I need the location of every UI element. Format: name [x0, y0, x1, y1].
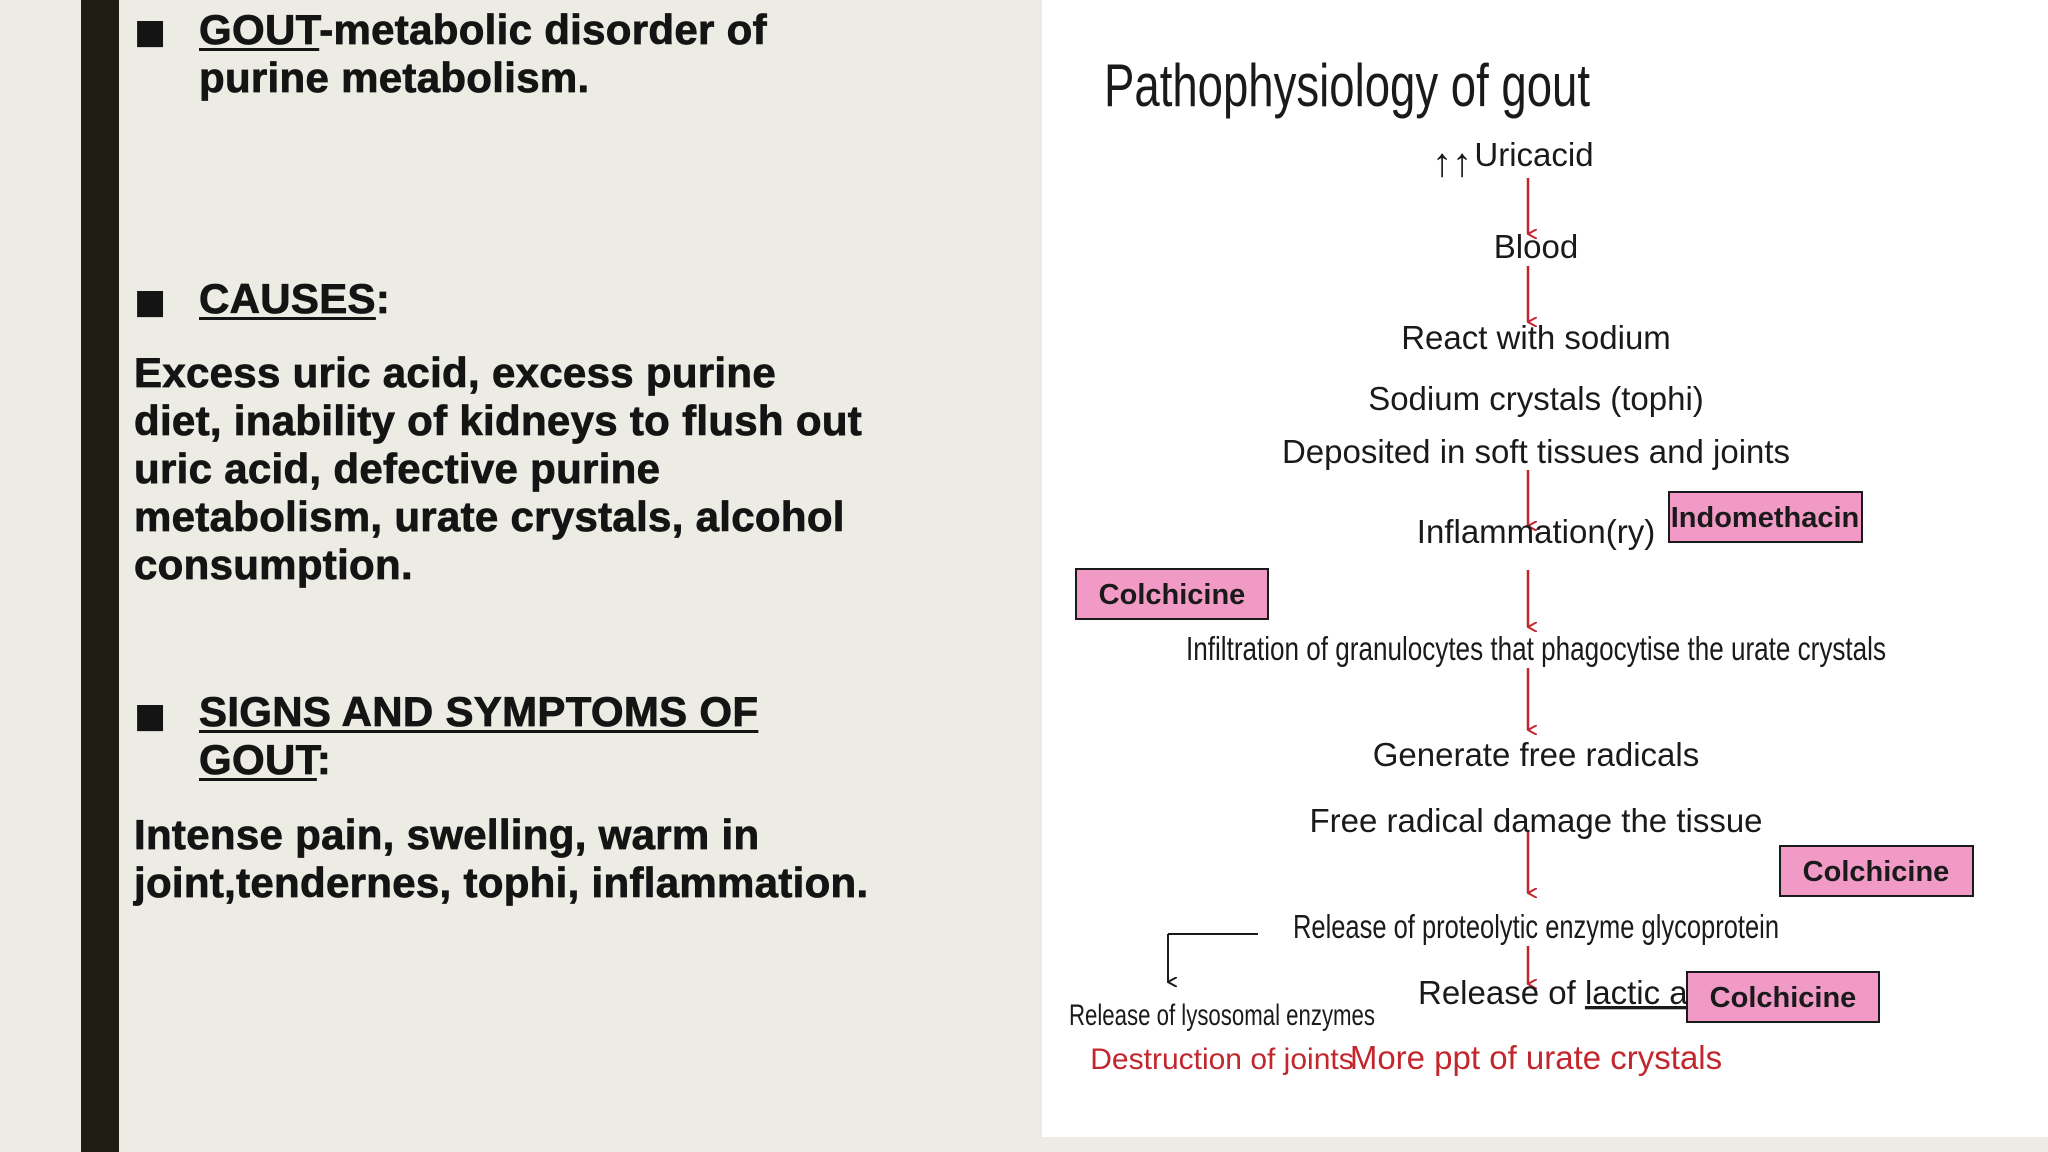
node-infiltration: Infiltration of granulocytes that phagoc…: [1186, 630, 1886, 667]
causes-body: Excess uric acid, excess purine diet, in…: [134, 349, 863, 589]
gout-term: GOUT: [199, 6, 320, 54]
drug-colchicine-3: Colchicine: [1686, 971, 1880, 1023]
outcome-more-urate-crystals: More ppt of urate crystals: [1350, 1039, 1722, 1076]
bullet-icon: ■: [134, 282, 167, 322]
signs-heading-line1: SIGNS AND SYMPTOMS OF: [199, 688, 759, 736]
causes-line: Excess uric acid, excess purine: [134, 349, 777, 397]
drug-colchicine-label: Colchicine: [1710, 982, 1857, 1014]
pathophysiology-flowchart: Pathophysiology of gout ↑↑ Uricacid Bloo…: [1069, 52, 1974, 1076]
drug-colchicine-2: Colchicine: [1779, 845, 1974, 897]
node-blood: Blood: [1494, 228, 1578, 265]
signs-line: Intense pain, swelling, warm in: [134, 811, 760, 859]
gout-definition-line2: purine metabolism.: [199, 54, 590, 102]
node-deposited: Deposited in soft tissues and joints: [1282, 433, 1790, 470]
bullet-icon: ■: [134, 12, 167, 52]
causes-line: consumption.: [134, 541, 413, 589]
node-react-with-sodium: React with sodium: [1401, 319, 1671, 356]
drug-colchicine-label: Colchicine: [1803, 856, 1950, 888]
node-free-radical-damage: Free radical damage the tissue: [1309, 802, 1762, 839]
gout-definition: GOUT-metabolic disorder of purine metabo…: [199, 6, 767, 102]
causes-heading-text: CAUSES: [199, 275, 376, 323]
node-inflammation: Inflammation(ry): [1417, 513, 1655, 550]
flowchart-panel: Pathophysiology of gout ↑↑ Uricacid Bloo…: [1042, 0, 2048, 1137]
causes-line: diet, inability of kidneys to flush out: [134, 397, 863, 445]
node-sodium-crystals: Sodium crystals (tophi): [1368, 380, 1704, 417]
node-uricacid: Uricacid: [1474, 136, 1593, 173]
bullet-icon: ■: [134, 696, 167, 736]
release-lactic-prefix: Release of: [1418, 974, 1585, 1011]
up-arrows-icon: ↑↑: [1432, 141, 1472, 185]
node-release-lactic-acid: Release of lactic acid: [1418, 974, 1730, 1011]
flowchart-title: Pathophysiology of gout: [1104, 52, 1590, 119]
drug-indomethacin-label: Indomethacin: [1671, 502, 1860, 534]
causes-heading: CAUSES:: [199, 275, 391, 323]
causes-line: metabolism, urate crystals, alcohol: [134, 493, 845, 541]
node-generate-free-radicals: Generate free radicals: [1373, 736, 1700, 773]
left-accent-bar: [81, 0, 119, 1152]
causes-line: uric acid, defective purine: [134, 445, 661, 493]
node-release-enzyme: Release of proteolytic enzyme glycoprote…: [1293, 908, 1779, 945]
branch-connector: [1167, 933, 1258, 982]
drug-indomethacin: Indomethacin: [1668, 491, 1863, 543]
node-lysosomal-enzymes: Release of lysosomal enzymes: [1069, 999, 1375, 1032]
signs-heading-line2: GOUT: [199, 736, 317, 784]
drug-colchicine-label: Colchicine: [1099, 579, 1246, 611]
outcome-destruction-of-joints: Destruction of joints: [1090, 1043, 1353, 1076]
signs-body: Intense pain, swelling, warm in joint,te…: [134, 811, 869, 907]
signs-heading: SIGNS AND SYMPTOMS OF GOUT:: [199, 688, 759, 784]
causes-colon: :: [375, 275, 391, 323]
signs-line: joint,tendernes, tophi, inflammation.: [134, 859, 869, 907]
drug-colchicine-1: Colchicine: [1075, 568, 1269, 620]
signs-colon: :: [316, 736, 332, 784]
gout-definition-rest: -metabolic disorder of: [319, 6, 767, 54]
